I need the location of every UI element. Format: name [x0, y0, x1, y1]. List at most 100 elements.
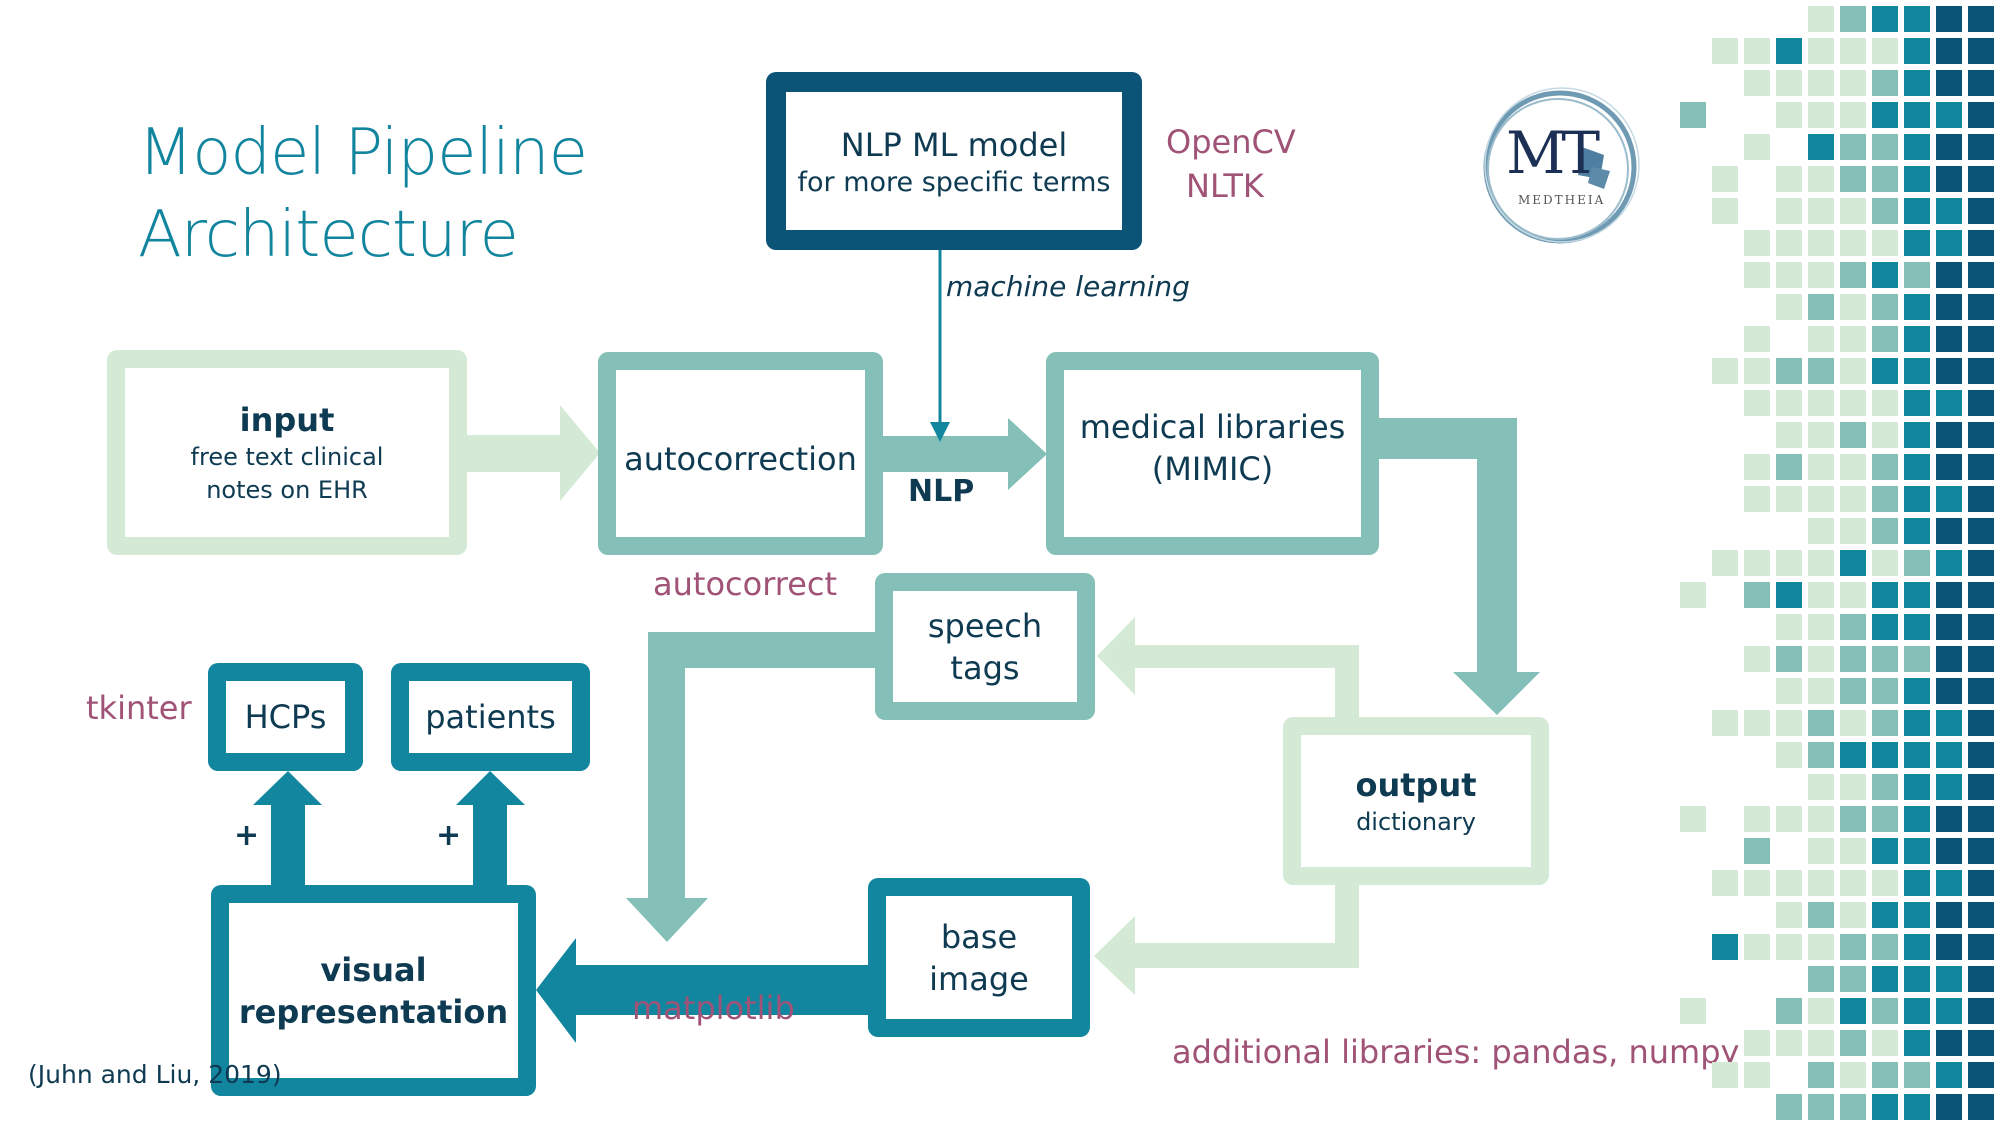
mosaic-cell [1968, 934, 1994, 960]
mosaic-cell [1744, 70, 1770, 96]
mosaic-cell [1904, 294, 1930, 320]
mosaic-cell [1904, 166, 1930, 192]
mosaic-cell [1968, 774, 1994, 800]
mosaic-cell [1840, 742, 1866, 768]
mosaic-cell [1936, 742, 1962, 768]
mosaic-cell [1840, 38, 1866, 64]
mosaic-cell [1968, 710, 1994, 736]
mosaic-cell [1968, 582, 1994, 608]
arrow-speech-tags-to-visual [626, 632, 880, 942]
mosaic-cell [1840, 774, 1866, 800]
mosaic-cell [1968, 422, 1994, 448]
base-image-box[interactable]: base image [868, 878, 1090, 1037]
mosaic-cell [1712, 198, 1738, 224]
mosaic-cell [1840, 582, 1866, 608]
plus-hcps-label: + [234, 818, 260, 853]
mosaic-cell [1968, 390, 1994, 416]
mosaic-cell [1968, 966, 1994, 992]
mosaic-cell [1904, 838, 1930, 864]
output-box[interactable]: output dictionary [1283, 717, 1549, 885]
mosaic-cell [1776, 38, 1802, 64]
mosaic-cell [1808, 294, 1834, 320]
mosaic-cell [1840, 1062, 1866, 1088]
mosaic-cell [1936, 294, 1962, 320]
title-line-2: Architecture [138, 198, 519, 272]
input-box[interactable]: input free text clinical notes on EHR [107, 350, 467, 555]
mosaic-cell [1776, 806, 1802, 832]
mosaic-cell [1744, 230, 1770, 256]
mosaic-cell [1808, 518, 1834, 544]
mosaic-cell [1840, 1094, 1866, 1120]
mosaic-cell [1776, 1094, 1802, 1120]
mosaic-cell [1936, 358, 1962, 384]
mosaic-cell [1904, 614, 1930, 640]
mosaic-cell [1904, 902, 1930, 928]
mosaic-cell [1776, 646, 1802, 672]
mosaic-cell [1712, 166, 1738, 192]
page-title: Model Pipeline Architecture [138, 112, 588, 276]
mosaic-cell [1904, 550, 1930, 576]
mosaic-cell [1904, 358, 1930, 384]
mosaic-cell [1872, 806, 1898, 832]
mosaic-cell [1936, 390, 1962, 416]
patients-box[interactable]: patients [391, 663, 590, 771]
mosaic-cell [1744, 806, 1770, 832]
mosaic-cell [1904, 646, 1930, 672]
visual-representation-box[interactable]: visual representation [211, 885, 536, 1096]
arrow-output-to-speech-tags [1097, 617, 1359, 720]
mosaic-cell [1680, 102, 1706, 128]
mosaic-cell [1840, 614, 1866, 640]
mosaic-cell [1904, 6, 1930, 32]
library-nltk: NLTK [1186, 167, 1264, 205]
mosaic-cell [1936, 870, 1962, 896]
mosaic-cell [1840, 934, 1866, 960]
mosaic-cell [1904, 742, 1930, 768]
mosaic-cell [1968, 1062, 1994, 1088]
mosaic-cell [1872, 998, 1898, 1024]
medical-libraries-line-1: medical libraries [1079, 408, 1346, 446]
mosaic-cell [1840, 806, 1866, 832]
mosaic-cell [1840, 518, 1866, 544]
mosaic-cell [1904, 774, 1930, 800]
mosaic-cell [1808, 806, 1834, 832]
mosaic-cell [1936, 998, 1962, 1024]
mosaic-cell [1968, 806, 1994, 832]
nlp-ml-model-box[interactable]: NLP ML model for more specific terms [766, 72, 1142, 250]
mosaic-cell [1808, 902, 1834, 928]
mosaic-cell [1936, 454, 1962, 480]
mosaic-cell [1872, 454, 1898, 480]
autocorrection-box[interactable]: autocorrection [598, 352, 883, 555]
citation: (Juhn and Liu, 2019) [28, 1060, 282, 1089]
speech-tags-box[interactable]: speech tags [875, 573, 1095, 720]
mosaic-cell [1808, 198, 1834, 224]
mosaic-cell [1744, 390, 1770, 416]
mosaic-cell [1776, 486, 1802, 512]
mosaic-cell [1936, 806, 1962, 832]
mosaic-cell [1744, 550, 1770, 576]
mosaic-cell [1968, 614, 1994, 640]
mosaic-cell [1872, 550, 1898, 576]
mosaic-cell [1936, 486, 1962, 512]
mosaic-cell [1872, 646, 1898, 672]
mosaic-cell [1968, 358, 1994, 384]
mosaic-cell [1840, 70, 1866, 96]
hcps-box[interactable]: HCPs [208, 663, 363, 771]
mosaic-cell [1776, 902, 1802, 928]
medtheia-logo: MT MEDTHEIA [1478, 85, 1642, 249]
mosaic-cell [1808, 486, 1834, 512]
nlp-ml-model-subtitle: for more specific terms [797, 166, 1111, 198]
mosaic-cell [1968, 134, 1994, 160]
mosaic-cell [1904, 390, 1930, 416]
mosaic-cell [1904, 678, 1930, 704]
mosaic-cell [1968, 550, 1994, 576]
mosaic-cell [1808, 390, 1834, 416]
mosaic-cell [1808, 742, 1834, 768]
medical-libraries-box[interactable]: medical libraries (MIMIC) [1046, 352, 1379, 555]
mosaic-cell [1936, 326, 1962, 352]
mosaic-cell [1968, 230, 1994, 256]
mosaic-cell [1904, 806, 1930, 832]
mosaic-cell [1776, 614, 1802, 640]
mosaic-cell [1872, 166, 1898, 192]
mosaic-cell [1840, 998, 1866, 1024]
mosaic-cell [1936, 902, 1962, 928]
